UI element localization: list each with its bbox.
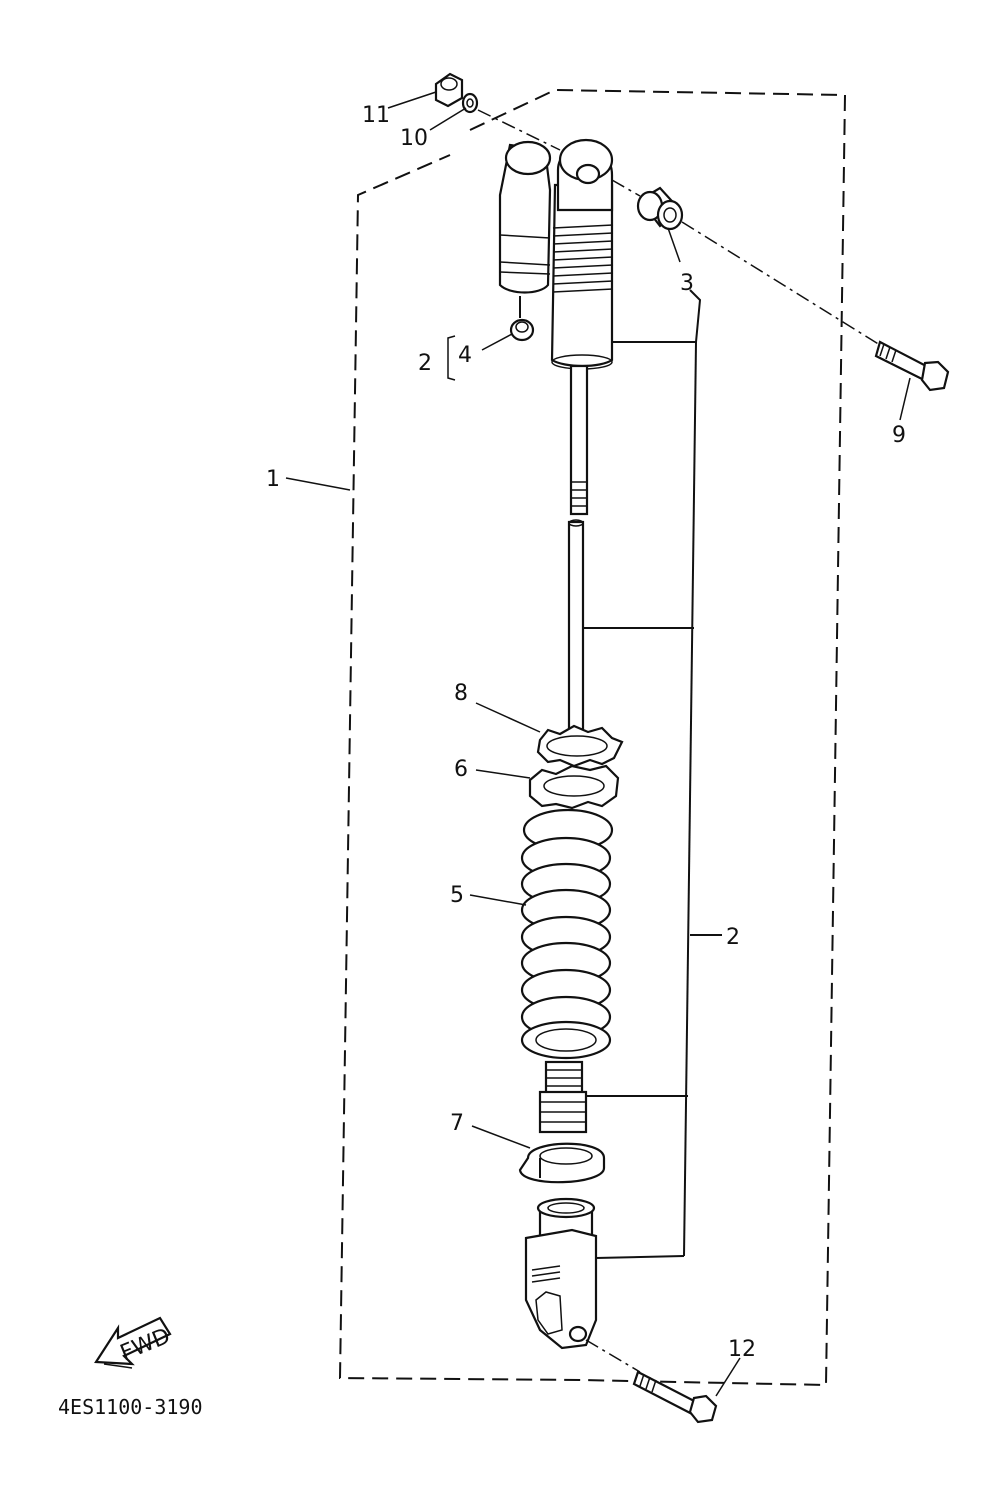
bolt-part-12 (632, 1370, 718, 1424)
damper-upper-body (550, 138, 614, 370)
nut-part-11 (434, 72, 464, 108)
bolt-part-9 (874, 340, 950, 392)
fwd-arrow-icon: FWD (94, 1316, 174, 1369)
callout-1: 1 (266, 467, 280, 492)
piston-rod-upper (569, 364, 589, 516)
callout-9: 9 (892, 423, 906, 448)
callout-8: 8 (454, 681, 468, 706)
callout-10: 10 (400, 126, 428, 151)
diagram-code: 4ES1100-3190 (58, 1395, 203, 1419)
washer-part-10 (461, 92, 479, 114)
callout-2-right: 2 (726, 925, 740, 950)
reservoir-body (498, 140, 552, 294)
bump-stop (538, 1060, 588, 1134)
spring-seat-part-7 (518, 1142, 606, 1184)
leader-lines (285, 91, 911, 1397)
lower-clevis (524, 1197, 598, 1350)
group-2-bracket (584, 289, 722, 1259)
callout-6: 6 (454, 757, 468, 782)
coil-spring-part-5 (520, 808, 614, 1060)
callout-5: 5 (450, 883, 464, 908)
callout-2-top: 2 (418, 351, 432, 376)
assembly-boundary (338, 88, 847, 1387)
callout-3: 3 (680, 271, 694, 296)
callout-4: 4 (458, 343, 472, 368)
locknut-part-8 (536, 724, 624, 768)
callout-12: 12 (728, 1337, 756, 1362)
piston-rod-lower (567, 519, 585, 739)
callout-11: 11 (362, 103, 390, 128)
bushing-part-3 (636, 186, 684, 231)
valve-cap-part-4 (509, 296, 535, 342)
adjuster-ring-part-6 (528, 764, 620, 810)
callout-7: 7 (450, 1111, 464, 1136)
